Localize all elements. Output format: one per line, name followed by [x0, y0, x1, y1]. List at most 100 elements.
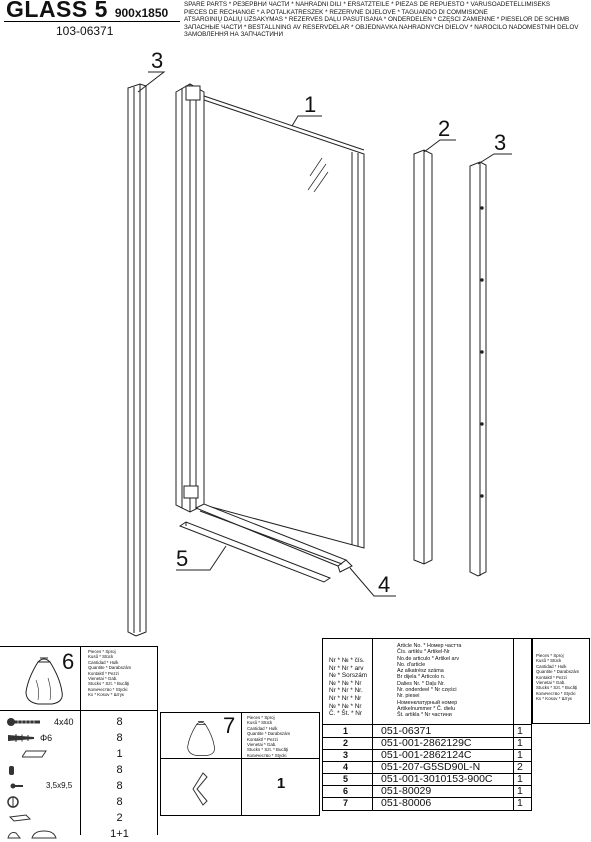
header-line: No.de articulo * Artikel arv [397, 655, 460, 662]
header-line: Номенклатурный номер [397, 699, 458, 706]
qty-value: 2 [116, 812, 123, 824]
header-line: Quantite * Darabszám [247, 731, 291, 737]
qty-value: 8 [116, 796, 123, 808]
qty-header: Pieces * Sproj Kusů * Stück Cantidad * H… [536, 653, 579, 702]
wall-profile-left [127, 83, 147, 637]
callout-leader [137, 71, 166, 93]
article-number: 051-06371 [381, 725, 432, 737]
header-line: Kontaktl * Pezzi [88, 670, 119, 676]
header-line: Nr * Nr * Nr [329, 694, 362, 702]
header-line: № * № * Nr [329, 702, 362, 710]
table-row: 3 051-001-2862124C 1 [323, 749, 531, 762]
article-number: 051-001-3010153-900C [381, 773, 493, 785]
spec-label: 3,5x9,5 [46, 781, 73, 790]
title-underline [4, 21, 180, 22]
article-header: Article No. * Номер частта Čís. artiklu … [397, 643, 461, 719]
small-screw-icon [10, 783, 23, 789]
header-line: Количество * Stycki [536, 690, 576, 696]
part-qty: 1 [517, 737, 523, 749]
header-line: Pieces * Sproj [536, 653, 564, 658]
article-number: 051-001-2862124C [381, 749, 472, 761]
header-line: Kontaktl * Pezzi [247, 736, 278, 742]
header-line: Br dijela * Articolo n. [397, 674, 446, 681]
callout-leader [423, 139, 456, 153]
list-item: 8 [0, 794, 158, 810]
header-line: Dalies Nr. * Daļu Nr. [397, 680, 445, 687]
divider [241, 713, 242, 815]
glass-panel [203, 95, 365, 549]
kit-number: 6 [62, 649, 75, 674]
callout-1: 1 [304, 92, 316, 117]
qty-value: 8 [116, 716, 123, 728]
qty-value: 1 [116, 748, 123, 760]
header-line: Pieces * Sproj [88, 649, 116, 654]
part-qty: 1 [517, 785, 523, 797]
model-name: GLASS 5 [6, 0, 108, 22]
header-line: Nr * № * čís. [329, 657, 365, 664]
plate-icon [22, 750, 47, 758]
part-number: 3 [343, 750, 349, 760]
header-line: Vienetai * Gab. [88, 676, 118, 682]
spare-parts-languages: SPARE PARTS * РЕЗЕРВНИ ЧАСТИ * NÁHRADNI … [184, 1, 590, 39]
product-code: 103-06371 [56, 24, 114, 38]
list-item: 8 [0, 762, 158, 778]
block-icon [8, 814, 32, 822]
part-qty: 1 [517, 725, 523, 737]
header-line: Cantidad * Hulk [247, 725, 278, 731]
part-number: 1 [343, 726, 349, 736]
callout-4: 4 [378, 572, 390, 597]
magnet-profile [413, 149, 433, 565]
model-title: GLASS 5 900x1850 [6, 0, 168, 26]
header-line: No. d'article [397, 661, 426, 668]
table-row: 4 051-207-G5SD90L-N 2 [323, 761, 531, 774]
divider [0, 646, 158, 647]
header-line: Nr * Nr * Nr. [329, 687, 363, 695]
part-number: 6 [343, 786, 349, 796]
header-line: Kx * Kosov * Штук [88, 692, 124, 698]
header-line: Št. artikla * Nr частини [397, 712, 452, 719]
spare-parts-line: SPARE PARTS * РЕЗЕРВНИ ЧАСТИ * NÁHRADNI … [184, 1, 551, 8]
bottom-profile [194, 503, 353, 573]
callout-leader [477, 153, 512, 165]
table-row: 5 051-001-3010153-900C 1 [323, 773, 531, 786]
header-line: Nr. piesei [397, 693, 420, 700]
part-qty: 1 [517, 773, 523, 785]
article-number: 051-80029 [381, 785, 432, 797]
header-line: Quantite * Darabszám [536, 669, 580, 675]
list-item: 1+1 [0, 826, 158, 842]
article-number: 051-80006 [381, 797, 432, 809]
kit-seven-table: 7 Pieces * Sproj Kusů * Stück Cantidad *… [160, 712, 320, 816]
callout-2: 2 [438, 116, 450, 141]
header-line: Количество * Stycki [88, 686, 128, 692]
bottom-seal [178, 521, 332, 583]
spare-parts-line: PIECES DE RECHANGE * A PÓTALKATRÉSZEK * … [184, 8, 488, 16]
part-qty: 1 [517, 749, 523, 761]
divider [161, 758, 319, 759]
header-line: Az alkatrész száma [397, 668, 444, 675]
qty-value: 1 [276, 775, 286, 792]
header-line: Stucks * Szt. * Bucăţi [88, 681, 130, 687]
screw-icon [7, 718, 40, 726]
spare-parts-line: ATSARGINIŲ DALIŲ UŽSAKYMAS * REZERVES DA… [184, 16, 570, 24]
spec-label: 4x40 [54, 717, 74, 727]
header-line: Article No. * Номер частта [397, 643, 462, 649]
header-line: Cantidad * Hulk [88, 659, 119, 665]
callout-5: 5 [176, 546, 188, 571]
header-line: Kontaktl * Pezzi [536, 674, 567, 680]
header-line: Nr. onderdeel * Nr części [397, 687, 457, 694]
qty-value: 8 [116, 780, 123, 792]
divider [80, 646, 81, 835]
part-qty: 1 [517, 797, 523, 809]
part-qty: 2 [517, 761, 523, 773]
part-number: 2 [343, 738, 349, 748]
list-item: 3,5x9,5 8 [0, 778, 158, 794]
header-line: Vienetai * Gab. [247, 742, 277, 748]
list-item: 2 [0, 810, 158, 826]
callout-leader [349, 567, 396, 597]
qty-value: 1+1 [110, 828, 129, 840]
list-item: Φ6 8 [0, 730, 158, 746]
kit-qty-header: Pieces * Sproj Kusů * Stück Cantidad * H… [247, 715, 290, 758]
callout-leader [176, 545, 227, 571]
list-item: 1 [0, 746, 158, 762]
header-line: Č. * Št. * Nr [329, 710, 363, 718]
